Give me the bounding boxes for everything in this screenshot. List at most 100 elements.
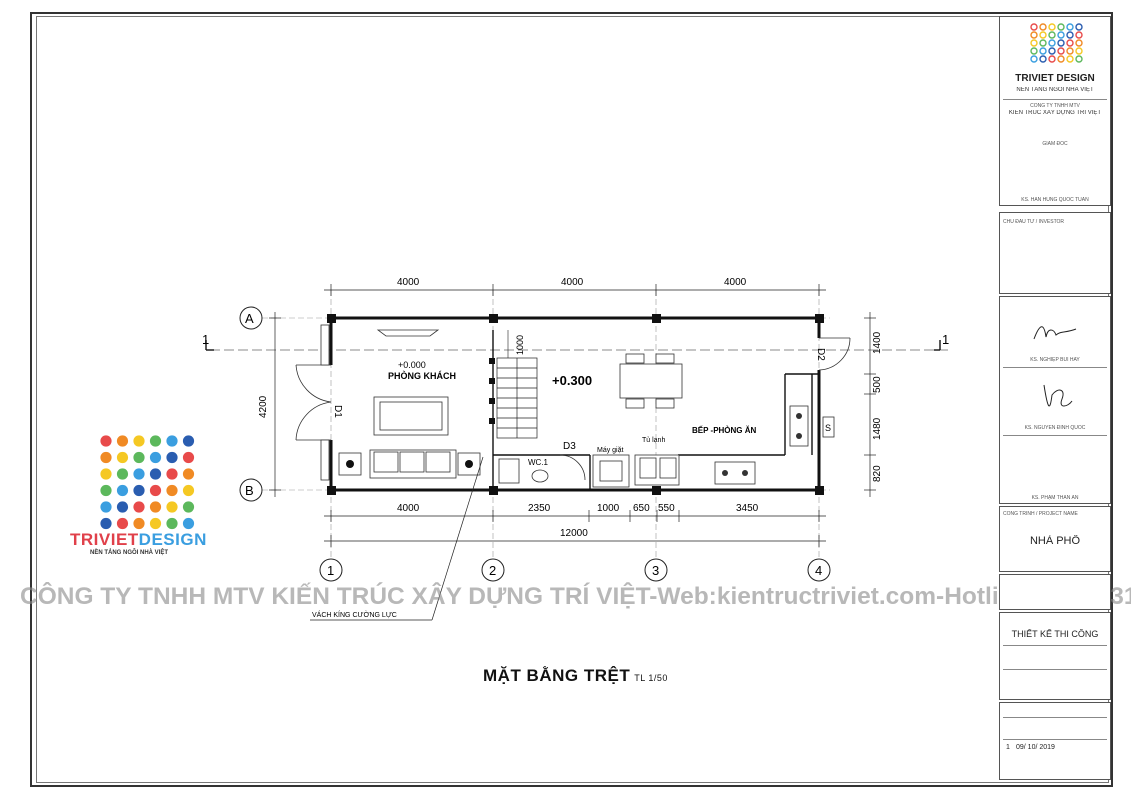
logo-dot <box>182 468 195 480</box>
logo-dot <box>149 468 162 480</box>
tb-date: 09/ 10/ 2019 <box>1016 744 1055 751</box>
grid-col-4: 4 <box>815 563 822 578</box>
dim-top-3: 4000 <box>724 277 747 288</box>
door-tag-d2: D2 <box>815 348 826 361</box>
title-block-logo-dot <box>1048 31 1056 39</box>
title-block-logo-dot <box>1039 39 1047 47</box>
logo-dot <box>166 517 178 530</box>
dim-stair: 1000 <box>515 335 525 355</box>
dim-bottom-5: 550 <box>658 503 675 514</box>
dim-left: 4200 <box>258 395 269 418</box>
dim-bottom-2: 2350 <box>528 503 551 514</box>
title-block-logo-dot <box>1075 23 1083 31</box>
logo-dot <box>149 484 162 497</box>
title-block-logo-dot <box>1039 47 1047 55</box>
drawing-scale: TL 1/50 <box>634 673 668 683</box>
dim-right-2: 500 <box>872 376 883 393</box>
title-block-logo-dot <box>1057 31 1065 39</box>
drawing-title-text: MẶT BẰNG TRỆT <box>483 666 631 685</box>
watermark-banner: CÔNG TY TNHH MTV KIẾN TRÚC XÂY DỰNG TRÍ … <box>20 583 1131 610</box>
title-block-logo-dot <box>1075 39 1083 47</box>
logo-dot <box>133 435 145 447</box>
window-tag: S <box>825 423 831 433</box>
logo-dot <box>133 451 145 464</box>
signature-2 <box>1043 384 1073 407</box>
logo-dot <box>182 484 195 497</box>
title-block-logo-dot <box>1075 55 1083 63</box>
title-block-stage: THIẾT KẾ THI CÔNG <box>999 612 1111 700</box>
logo-dot <box>166 484 178 497</box>
title-block-logo-dot <box>1057 47 1065 55</box>
section-mark-right: 1 <box>942 332 949 347</box>
tb-stage-name: THIẾT KẾ THI CÔNG <box>1011 629 1099 639</box>
title-block-revision: 1 09/ 10/ 2019 <box>999 702 1111 780</box>
title-block-logo-dot <box>1030 55 1038 63</box>
grid-row-a: A <box>245 311 254 326</box>
title-block-logo-dot <box>1066 55 1074 63</box>
grid-col-3: 3 <box>652 563 659 578</box>
title-block-logo-dot <box>1030 31 1038 39</box>
logo-dot <box>100 451 112 464</box>
title-block-logo-dot <box>1057 55 1065 63</box>
room-living-level: +0.000 <box>398 360 426 370</box>
dim-right-3: 1480 <box>872 417 883 440</box>
title-block-logo-icon <box>1030 23 1083 63</box>
tb-director-label: GIÁM ĐỐC <box>1042 141 1068 147</box>
logo-dot <box>182 501 195 513</box>
dim-bottom-3: 1000 <box>597 503 620 514</box>
room-wc: WC.1 <box>528 458 549 467</box>
dim-total: 12000 <box>560 528 588 539</box>
title-block-logo-dot <box>1039 23 1047 31</box>
tb-company-detail <box>1003 118 1107 136</box>
title-block-logo-dot <box>1030 47 1038 55</box>
title-block-logo-dot <box>1039 31 1047 39</box>
dim-top-2: 4000 <box>561 277 584 288</box>
dim-bottom-4: 650 <box>633 503 650 514</box>
tb-sign1-name: KS. NGHIỆP BÙI HAY <box>1030 357 1080 363</box>
tb-project-label: CÔNG TRÌNH / PROJECT NAME <box>1003 511 1078 517</box>
logo-dot <box>133 468 145 480</box>
logo-dot <box>116 517 129 530</box>
tb-director-name: KS. HẦN HÙNG QUỐC TUẤN <box>1021 197 1089 203</box>
leader-note: VÁCH KÍNG CƯỜNG LỰC <box>312 610 397 619</box>
dim-bottom-1: 4000 <box>397 503 420 514</box>
tb-sign3-name: KS. PHẠM THÂN AN <box>1031 495 1079 501</box>
logo-dot <box>100 484 112 497</box>
title-block-logo-dot <box>1057 39 1065 47</box>
logo-dot <box>182 451 195 464</box>
logo-dot <box>149 501 162 513</box>
title-block-logo-dot <box>1048 55 1056 63</box>
logo-brand: TRIVIETDESIGN <box>70 530 207 550</box>
dim-top-1: 4000 <box>397 277 420 288</box>
title-block-logo-dot <box>1066 31 1074 39</box>
grid-col-1: 1 <box>327 563 334 578</box>
logo-slogan: NỀN TẢNG NGÔI NHÀ VIỆT <box>90 550 169 556</box>
logo-dot <box>149 451 162 464</box>
dim-right-1: 1400 <box>872 331 883 354</box>
title-block-project: CÔNG TRÌNH / PROJECT NAME NHÀ PHỐ <box>999 506 1111 572</box>
logo-dot <box>116 451 129 464</box>
logo-brand-part2: DESIGN <box>138 530 207 549</box>
logo-dot <box>116 435 129 447</box>
grid-col-2: 2 <box>489 563 496 578</box>
title-block-logo-dot <box>1030 39 1038 47</box>
logo-dot <box>116 501 129 513</box>
title-block-logo-dot <box>1066 23 1074 31</box>
logo-dot <box>100 435 112 447</box>
title-block-logo-dot <box>1075 31 1083 39</box>
title-block-logo-dot <box>1066 47 1074 55</box>
logo-dot <box>133 501 145 513</box>
logo-dot <box>182 435 195 447</box>
door-tag-d3: D3 <box>563 441 576 452</box>
logo-dot <box>133 484 145 497</box>
title-block-investor: CHỦ ĐẦU TƯ / INVESTOR <box>999 212 1111 294</box>
dim-bottom-6: 3450 <box>736 503 759 514</box>
title-block-logo-dot <box>1066 39 1074 47</box>
title-block-logo-dot <box>1075 47 1083 55</box>
logo-dot <box>100 517 112 530</box>
title-block-signatures: KS. NGHIỆP BÙI HAY KS. NGUYỄN ĐINH QUỐC … <box>999 296 1111 504</box>
tb-company-l2: KIẾN TRÚC XÂY DỰNG TRÍ VIỆT <box>1008 110 1102 116</box>
fridge-label: Tủ lạnh <box>642 436 665 444</box>
title-block-logo-dot <box>1048 39 1056 47</box>
